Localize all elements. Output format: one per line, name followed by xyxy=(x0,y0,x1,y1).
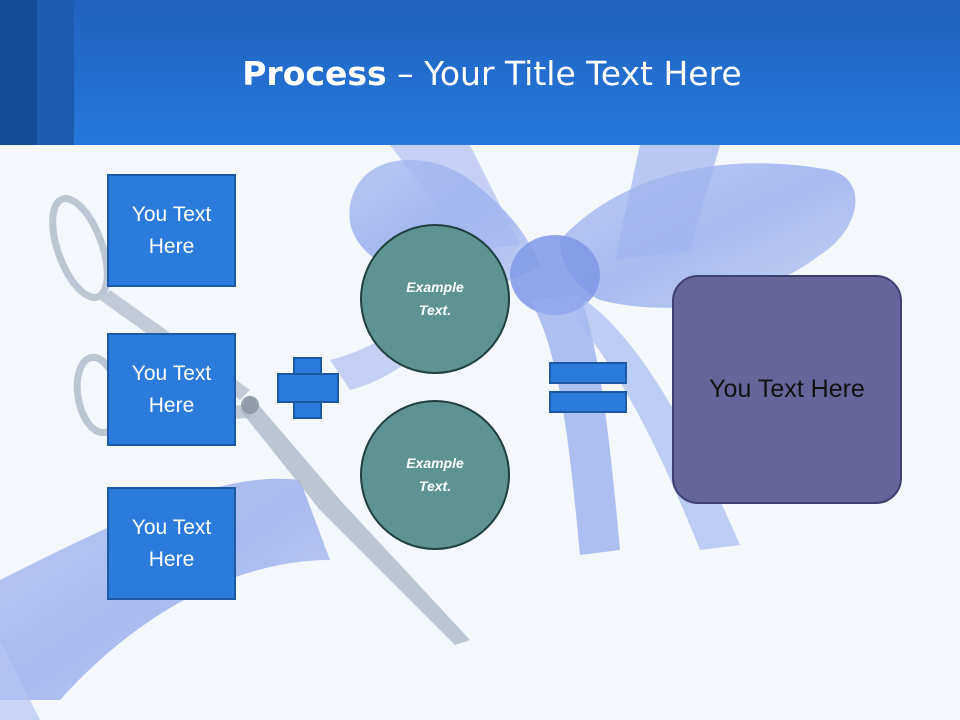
result-box: You Text Here xyxy=(672,275,902,504)
equals-top-bar xyxy=(549,362,627,384)
slide-title: Process – Your Title Text Here xyxy=(0,52,960,96)
title-bold: Process xyxy=(242,54,387,93)
plus-center xyxy=(295,375,320,401)
input-box-text: Here xyxy=(148,234,195,258)
title-rest: – Your Title Text Here xyxy=(386,54,742,93)
circle-text: Example xyxy=(406,279,464,295)
input-box-text: You Text xyxy=(131,202,212,226)
input-box-text: Here xyxy=(148,393,195,417)
header-accent-bar xyxy=(0,0,37,145)
input-box-text: You Text xyxy=(131,361,212,385)
circle-text: Text. xyxy=(418,478,452,494)
circle-text: Example xyxy=(406,455,464,471)
input-box-text: You Text xyxy=(131,515,212,539)
header-band: Process – Your Title Text Here xyxy=(0,0,960,145)
header-accent-bar xyxy=(37,0,74,145)
input-box-text: Here xyxy=(148,547,195,571)
circle-text: Text. xyxy=(418,302,452,318)
result-text: You Text Here xyxy=(709,375,865,403)
equals-bottom-bar xyxy=(549,391,627,413)
